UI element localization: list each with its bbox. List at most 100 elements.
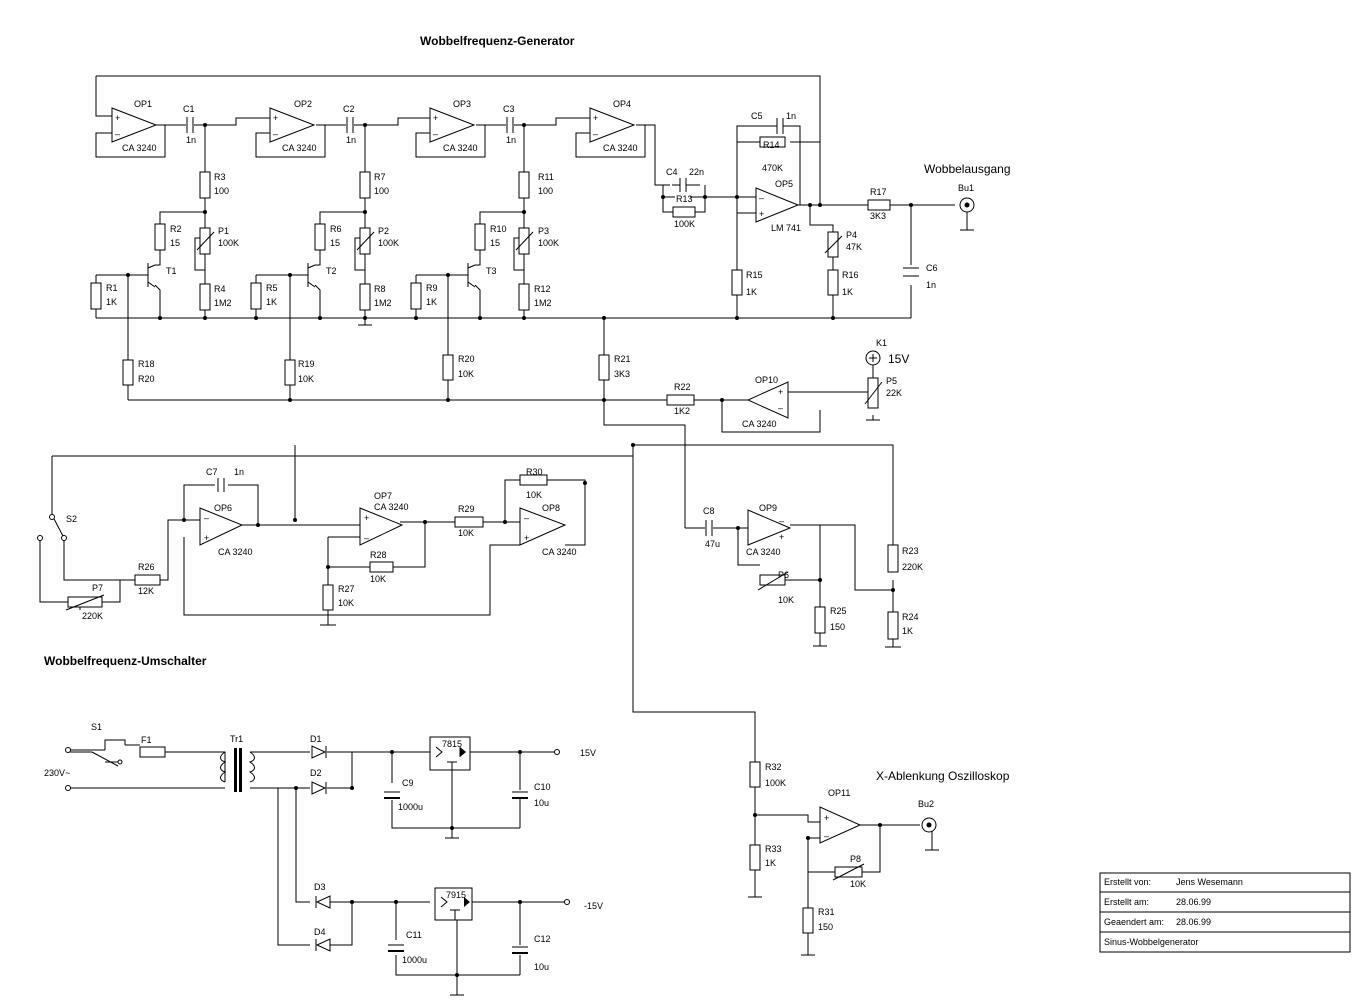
svg-text:1n: 1n (786, 111, 796, 121)
svg-text:OP2: OP2 (294, 99, 312, 109)
svg-text:R13: R13 (676, 194, 693, 204)
svg-text:Bu1: Bu1 (958, 183, 974, 193)
svg-text:OP5: OP5 (775, 179, 793, 189)
title-switcher: Wobbelfrequenz-Umschalter (44, 654, 207, 668)
svg-text:R9: R9 (426, 283, 438, 293)
svg-text:–: – (115, 129, 120, 139)
svg-text:–: – (779, 516, 784, 526)
opamp-op4: +– OP4 CA 3240 (589, 99, 638, 153)
svg-text:R22: R22 (674, 382, 691, 392)
switch-s2: S2 (37, 514, 77, 541)
svg-text:R23: R23 (902, 546, 919, 556)
svg-text:-15V: -15V (584, 901, 603, 911)
svg-text:470K: 470K (762, 163, 783, 173)
svg-text:230V~: 230V~ (44, 768, 70, 778)
svg-text:OP7: OP7 (374, 491, 392, 501)
svg-text:1n: 1n (926, 280, 936, 290)
svg-text:R18: R18 (138, 359, 155, 369)
resistors (90, 136, 899, 934)
svg-text:P3: P3 (538, 226, 549, 236)
svg-text:D3: D3 (314, 882, 326, 892)
svg-text:15: 15 (330, 238, 340, 248)
svg-text:+: + (759, 209, 764, 219)
svg-text:+: + (273, 113, 278, 123)
svg-text:–: – (824, 831, 829, 841)
title-generator: Wobbelfrequenz-Generator (420, 34, 575, 48)
svg-text:P4: P4 (846, 230, 857, 240)
svg-text:R33: R33 (765, 844, 782, 854)
svg-text:15: 15 (490, 238, 500, 248)
svg-text:1M2: 1M2 (214, 298, 232, 308)
svg-text:R32: R32 (765, 762, 782, 772)
mains-input: 230V~ (44, 747, 71, 791)
svg-text:150: 150 (818, 922, 833, 932)
svg-text:10u: 10u (534, 962, 549, 972)
svg-text:CA 3240: CA 3240 (282, 143, 317, 153)
svg-text:220K: 220K (82, 611, 103, 621)
created-on: 28.06.99 (1176, 897, 1211, 907)
changed-on-label: Geaendert am: (1104, 917, 1164, 927)
svg-text:1K: 1K (746, 287, 757, 297)
fuse-f1: F1 (139, 735, 166, 758)
svg-text:–: – (273, 129, 278, 139)
svg-text:3K3: 3K3 (614, 369, 630, 379)
svg-text:K1: K1 (876, 338, 887, 348)
svg-text:1K2: 1K2 (674, 406, 690, 416)
created-on-label: Erstellt am: (1104, 897, 1149, 907)
supply-outputs: 15V -15V (554, 748, 603, 911)
svg-text:R19: R19 (298, 359, 315, 369)
svg-text:150: 150 (830, 622, 845, 632)
svg-text:10K: 10K (370, 574, 386, 584)
svg-text:1K: 1K (266, 297, 277, 307)
svg-text:100K: 100K (674, 219, 695, 229)
svg-text:47u: 47u (705, 539, 720, 549)
svg-text:R10: R10 (490, 224, 507, 234)
transistors (140, 263, 476, 288)
svg-text:R20: R20 (138, 374, 155, 384)
title-block: Erstellt von: Jens Wesemann Erstellt am:… (1099, 872, 1351, 953)
svg-text:10u: 10u (534, 798, 549, 808)
opamp-op1: +– OP1 CA 3240 (111, 99, 158, 153)
label-x-deflection: X-Ablenkung Oszilloskop (876, 769, 1010, 783)
svg-text:7915: 7915 (446, 890, 466, 900)
opamp-op5: –+ OP5 LM 741 (755, 179, 801, 233)
svg-text:47K: 47K (846, 242, 862, 252)
svg-text:R21: R21 (614, 354, 631, 364)
svg-text:OP10: OP10 (755, 375, 778, 385)
svg-text:1K: 1K (426, 297, 437, 307)
svg-text:T3: T3 (486, 266, 497, 276)
svg-text:1n: 1n (234, 467, 244, 477)
wiring (39, 75, 955, 995)
svg-text:R29: R29 (458, 504, 475, 514)
svg-text:C6: C6 (926, 263, 938, 273)
svg-text:OP6: OP6 (214, 503, 232, 513)
svg-text:P6: P6 (778, 570, 789, 580)
svg-text:P8: P8 (850, 854, 861, 864)
svg-text:OP4: OP4 (613, 99, 631, 109)
svg-text:OP11: OP11 (828, 788, 850, 798)
opamp-op3: +– OP3 CA 3240 (429, 99, 478, 153)
svg-text:10K: 10K (778, 595, 794, 605)
created-by: Jens Wesemann (1176, 877, 1243, 887)
svg-text:–: – (364, 533, 369, 543)
svg-text:R11: R11 (538, 172, 554, 182)
svg-text:–: – (204, 513, 209, 523)
svg-text:R14: R14 (763, 140, 780, 150)
svg-text:P5: P5 (886, 376, 897, 386)
junctions (126, 123, 913, 977)
svg-text:T2: T2 (326, 266, 337, 276)
svg-text:C9: C9 (402, 778, 414, 788)
svg-text:1n: 1n (186, 135, 196, 145)
svg-text:R28: R28 (370, 550, 387, 560)
svg-text:Bu2: Bu2 (918, 799, 934, 809)
svg-text:+: + (115, 113, 120, 123)
svg-text:D2: D2 (310, 768, 322, 778)
svg-text:+: + (204, 533, 209, 543)
svg-text:7815: 7815 (442, 739, 462, 749)
svg-text:R17: R17 (870, 187, 887, 197)
opamp-op7: +– OP7 CA 3240 (359, 491, 409, 546)
opamp-op6: –+ OP6 CA 3240 (199, 503, 253, 557)
